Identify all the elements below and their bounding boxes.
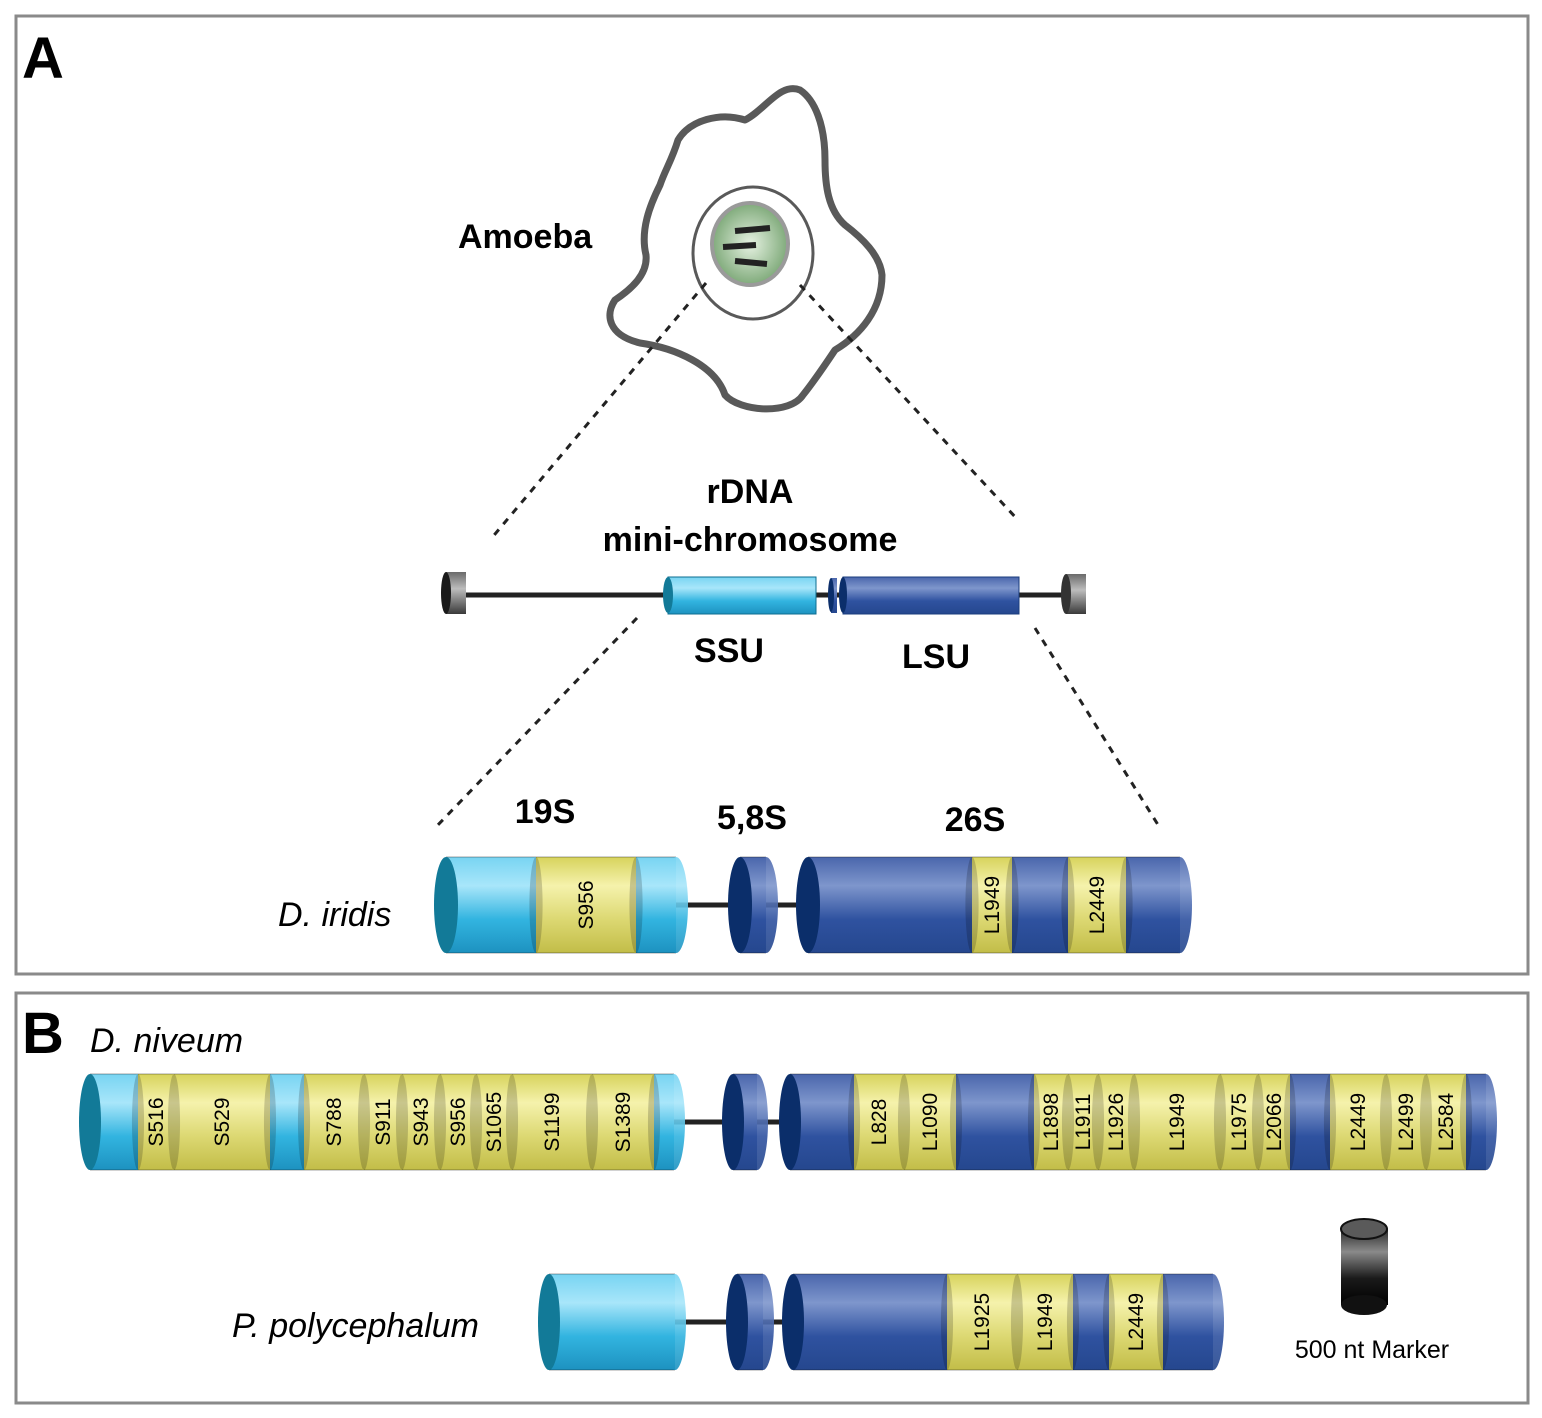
marker-500nt — [1340, 1218, 1388, 1315]
d-niveum-gene-row: S516 S529 S788 S911 S943 S956 S1065 S1199 S1389 L… — [79, 1073, 1497, 1171]
intron-label: S956 — [447, 1097, 470, 1146]
nuclear-chromosome-2 — [722, 242, 757, 250]
ssu-exon-segment — [647, 1073, 685, 1171]
species-p-polycephalum: P. polycephalum — [232, 1307, 479, 1345]
lsu-exon-segment — [796, 856, 984, 954]
lsu-exon-segment — [1459, 1073, 1497, 1171]
ssu-exon-segment — [629, 856, 688, 954]
telomere-left — [441, 572, 466, 614]
gene-label-26s: 26S — [945, 801, 1006, 839]
lsu-label: LSU — [902, 638, 970, 676]
zoom-line-right — [798, 283, 1020, 522]
species-d-niveum: D. niveum — [90, 1022, 243, 1060]
chromosome-title-line1: rDNA — [707, 473, 794, 511]
lsu-exon-segment — [1119, 856, 1192, 954]
d-iridis-gene-row: S956 L1949 L2449 — [434, 856, 1192, 954]
intron-label: L1949 — [1034, 1293, 1057, 1351]
intron-label: L1975 — [1228, 1093, 1251, 1151]
ssu-gene-block — [663, 576, 817, 615]
zoom-line-lower-left — [433, 616, 639, 830]
lsu-gene-block — [839, 576, 1020, 615]
intron-label: L2449 — [1086, 876, 1109, 934]
intron-label: S529 — [211, 1097, 234, 1146]
panel-b-label: B — [22, 1001, 64, 1066]
intron-label: L2449 — [1125, 1293, 1148, 1351]
58s-segment — [726, 1273, 774, 1371]
amoeba-label: Amoeba — [458, 218, 593, 256]
intron-label: S788 — [323, 1097, 346, 1146]
intron-label: S911 — [372, 1098, 395, 1146]
intron-label: L828 — [868, 1099, 891, 1146]
intron-label: S1199 — [541, 1092, 564, 1151]
intron-segment: S1065 — [469, 1073, 523, 1171]
marker-label: 500 nt Marker — [1295, 1336, 1449, 1364]
panel-b-frame — [14, 991, 1530, 1405]
zoom-line-lower-right — [1033, 627, 1162, 829]
intron-label: L2584 — [1435, 1092, 1458, 1151]
intron-label: L1090 — [919, 1093, 942, 1151]
nuclear-chromosome-3 — [734, 258, 768, 267]
intron-label: L2499 — [1395, 1093, 1418, 1151]
intron-label: S516 — [145, 1097, 168, 1146]
chromosome-title-line2: mini-chromosome — [603, 521, 898, 559]
58s-gene-block — [828, 578, 837, 613]
58s-segment — [722, 1073, 768, 1171]
gene-label-58s: 5,8S — [717, 799, 787, 837]
intron-label: L1911 — [1072, 1094, 1095, 1151]
telomere-right — [1061, 574, 1086, 614]
intron-label: S1065 — [483, 1092, 506, 1153]
intron-label: L1949 — [1166, 1093, 1189, 1151]
ssu-exon-segment — [538, 1273, 686, 1371]
intron-label: S943 — [410, 1097, 433, 1146]
p-polycephalum-gene-row: L1925 L1949 L2449 — [538, 1273, 1224, 1371]
58s-segment — [728, 856, 778, 954]
lsu-exon-segment — [782, 1273, 958, 1371]
intron-label: S956 — [575, 880, 598, 929]
ssu-label: SSU — [694, 632, 764, 670]
intron-label: L1949 — [981, 876, 1004, 934]
intron-label: S1389 — [612, 1092, 635, 1153]
intron-label: L2449 — [1347, 1093, 1370, 1151]
panel-a-label: A — [22, 26, 64, 91]
panel-a-frame — [14, 14, 1530, 976]
species-d-iridis: D. iridis — [278, 896, 391, 934]
intron-segment: L2499 — [1379, 1073, 1437, 1171]
intron-label: L2066 — [1263, 1093, 1286, 1151]
gene-label-19s: 19S — [515, 793, 576, 831]
nuclear-chromosome-1 — [734, 225, 771, 234]
intron-label: L1925 — [971, 1293, 994, 1351]
intron-label: L1898 — [1040, 1093, 1063, 1151]
lsu-exon-segment — [1156, 1273, 1224, 1371]
intron-label: L1926 — [1105, 1093, 1128, 1151]
